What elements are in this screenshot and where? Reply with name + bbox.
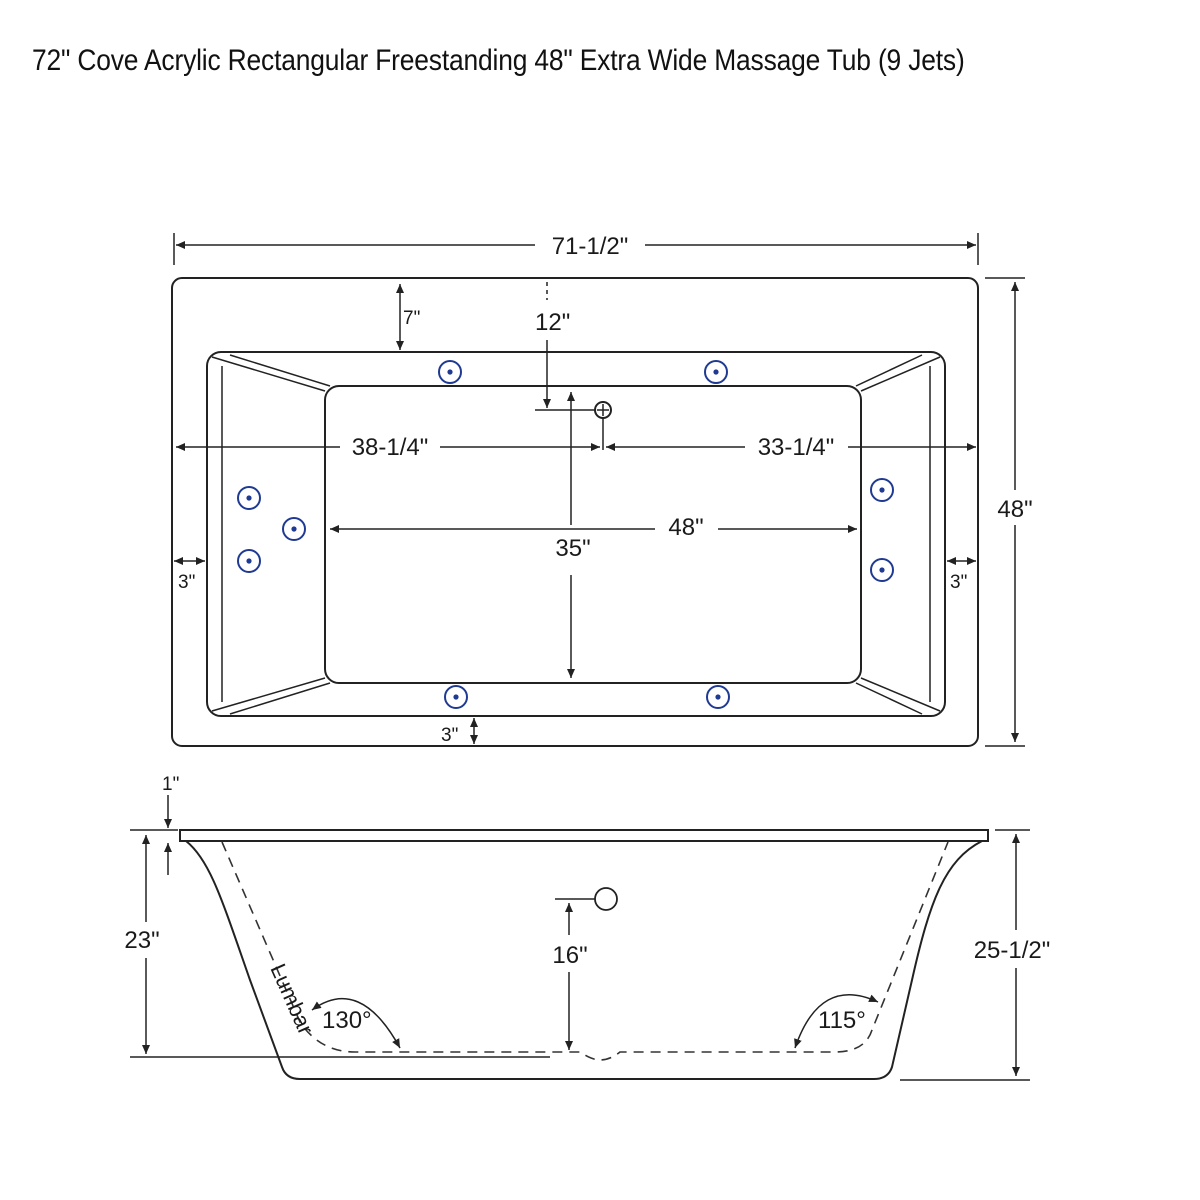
back-angle-right-label: 115° [818, 1007, 866, 1034]
top-view: 71-1/2" 7" 12" [171, 233, 1033, 747]
jet-icon [870, 558, 894, 582]
bevel-line [221, 366, 931, 702]
side-rim-left-label: 3" [178, 572, 195, 593]
top-rim-label: 7" [403, 308, 420, 329]
overall-length-label: 71-1/2" [552, 233, 629, 260]
jet-icon [704, 360, 728, 384]
angle-arc-right [794, 994, 879, 1049]
overflow-icon [555, 887, 618, 911]
jet-icon [444, 685, 468, 709]
lumbar-label: Lumbar [265, 960, 318, 1038]
tub-rim [179, 829, 989, 842]
bottom-rim-label: 3" [441, 725, 458, 746]
side-view: 1" 23" 16" 25-1/2" Lumbar 130° 115° [124, 774, 1051, 1081]
overflow-height-label: 16" [552, 942, 587, 969]
jet-icon [870, 478, 894, 502]
side-rim-right-label: 3" [950, 572, 967, 593]
interior-length-label: 48" [668, 514, 703, 541]
page-title: 72" Cove Acrylic Rectangular Freestandin… [32, 44, 965, 77]
overall-width-label: 48" [997, 496, 1032, 523]
tub-deck-outline [171, 277, 979, 747]
bowl-outline [206, 351, 946, 717]
jet-icon [237, 486, 261, 510]
interior-depth-label: 23" [124, 927, 159, 954]
lip-label: 1" [162, 774, 179, 795]
tub-shell-outline [185, 840, 983, 1080]
jet-icon [706, 685, 730, 709]
floor-outline [324, 385, 862, 684]
jet-icon [282, 517, 306, 541]
drain-to-left-label: 38-1/4" [352, 434, 429, 461]
interior-width-label: 35" [555, 535, 590, 562]
drain-to-right-label: 33-1/4" [758, 434, 835, 461]
drain-offset-label: 12" [535, 309, 570, 336]
overall-height-label: 25-1/2" [974, 937, 1051, 964]
drain-icon [594, 401, 612, 450]
jet-icon [237, 549, 261, 573]
jet-icon [438, 360, 462, 384]
angle-arc-left [311, 997, 401, 1049]
back-angle-left-label: 130° [322, 1007, 372, 1034]
